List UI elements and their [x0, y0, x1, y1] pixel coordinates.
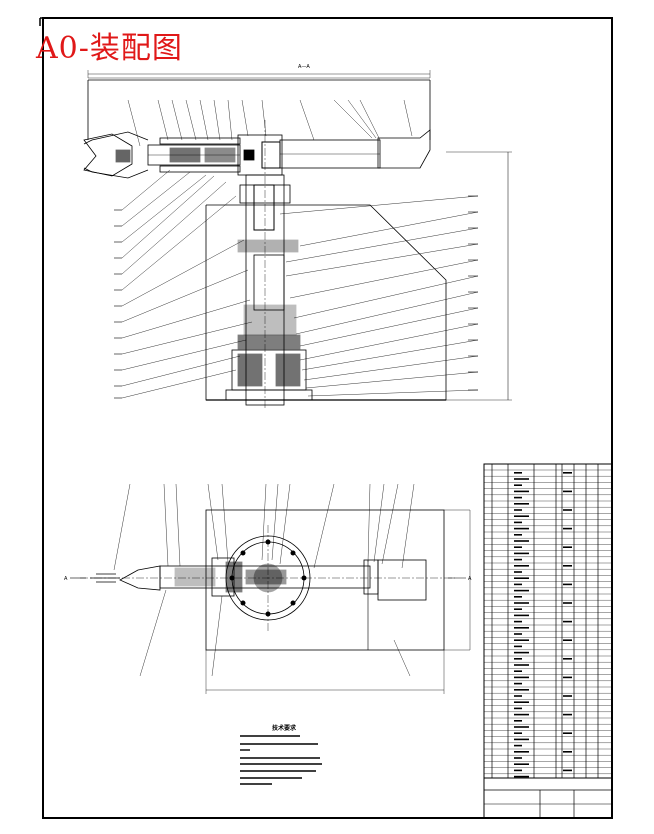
parts-list-cell-mark — [514, 682, 522, 685]
parts-list-cell-mark — [514, 757, 522, 759]
parts-list-cell-mark — [563, 695, 572, 697]
parts-list-cell-mark — [514, 620, 522, 623]
parts-list-cell-mark — [514, 571, 522, 573]
parts-list-cell-mark — [514, 558, 522, 561]
parts-list-cell-mark — [563, 565, 572, 567]
parts-list-cell-mark — [563, 472, 572, 474]
parts-list-cell-mark — [514, 651, 529, 654]
parts-list-cell-mark — [514, 676, 529, 679]
parts-list-cell-mark — [514, 472, 522, 474]
parts-list-cell-mark — [514, 521, 522, 524]
parts-list-cell-mark — [514, 478, 529, 480]
parts-list-cell-mark — [514, 527, 529, 530]
trim-marks — [39, 17, 613, 26]
parts-list-cell-mark — [514, 589, 529, 592]
parts-list-cell-mark — [514, 484, 522, 486]
parts-list-cell-mark — [514, 670, 522, 672]
parts-list-cell-mark — [514, 490, 529, 493]
parts-list-cell-mark — [514, 515, 529, 517]
parts-list-cell-mark — [563, 713, 572, 716]
parts-list-cell-mark — [514, 713, 529, 716]
tech-req-heading: 技术要求 — [272, 724, 297, 732]
parts-list-cell-mark — [514, 689, 529, 691]
parts-list-cell-mark — [563, 490, 572, 493]
parts-list-cell-mark — [514, 602, 529, 604]
parts-list-cell-mark — [514, 534, 522, 536]
view-label-a-right: A — [468, 576, 472, 582]
section-view: A—A — [83, 64, 512, 410]
parts-list-cell-mark — [563, 602, 572, 604]
parts-list-cell-mark — [514, 496, 522, 499]
parts-list-cell-mark — [514, 645, 522, 648]
parts-list-cell-mark — [514, 509, 522, 511]
drawing-border — [42, 17, 613, 819]
parts-list-cell-mark — [514, 546, 522, 548]
technical-requirements: 技术要求 — [240, 724, 322, 785]
parts-list-cell-mark — [514, 769, 522, 772]
parts-list-cell-mark — [514, 583, 522, 586]
parts-list-cell-mark — [514, 639, 529, 641]
parts-list-cell-mark — [563, 546, 572, 548]
parts-list-cell-mark — [514, 633, 522, 635]
parts-list-cell-mark — [563, 620, 572, 623]
view-label-a-left: A — [64, 576, 68, 582]
parts-list-cell-mark — [514, 707, 522, 710]
section-label: A—A — [298, 64, 310, 70]
parts-list-cell-mark — [514, 751, 529, 753]
parts-list-cell-mark — [514, 540, 529, 542]
parts-list-cell-mark — [514, 658, 522, 660]
parts-list-cell-mark — [563, 751, 572, 753]
parts-list-cell-mark — [563, 583, 572, 586]
parts-list-cell-mark — [514, 732, 522, 734]
parts-list-cell-mark — [563, 639, 572, 641]
parts-list-cell-mark — [563, 769, 572, 772]
parts-list-cell-mark — [514, 701, 529, 703]
parts-list-cell-mark — [514, 596, 522, 598]
parts-list-cell-mark — [514, 627, 529, 629]
parts-list-cell-mark — [514, 577, 529, 579]
parts-list-cell-mark — [514, 738, 529, 741]
parts-list-cell-mark — [563, 527, 572, 530]
plan-view: A A — [64, 483, 472, 694]
sheet-title: A0-装配图 — [36, 31, 183, 66]
parts-list-cell-mark — [514, 720, 522, 722]
parts-list-cell-mark — [514, 664, 529, 666]
parts-list-cell-mark — [514, 763, 529, 765]
parts-list-cell-mark — [514, 552, 529, 555]
parts-list-cell-mark — [563, 509, 572, 511]
parts-list-cell-mark — [514, 565, 529, 567]
parts-list-cell-mark — [514, 744, 522, 747]
parts-list-cell-mark — [514, 503, 529, 505]
parts-list-cell-mark — [563, 658, 572, 660]
parts-list-cell-mark — [514, 726, 529, 728]
parts-list-cell-mark — [563, 732, 572, 734]
parts-list-cell-mark — [514, 614, 529, 617]
parts-list-cell-mark — [514, 775, 529, 778]
parts-list — [483, 463, 613, 819]
parts-list-cell-mark — [563, 676, 572, 679]
parts-list-cell-mark — [514, 608, 522, 610]
parts-list-cell-mark — [514, 695, 522, 697]
